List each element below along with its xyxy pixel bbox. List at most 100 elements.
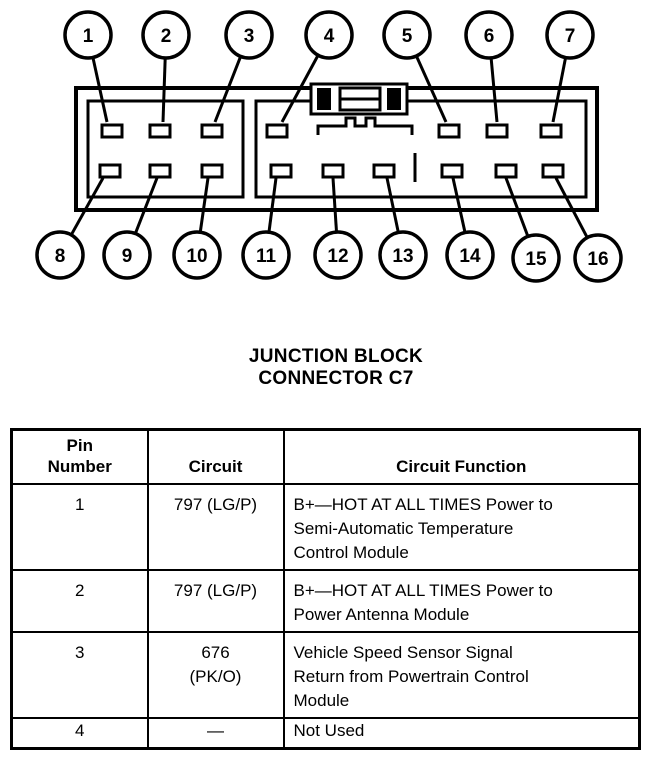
table-row: 3 676 (PK/O) Vehicle Speed Sensor Signal… [10, 630, 641, 719]
circuit-cell: — [146, 716, 285, 749]
function-cell: Not Used [282, 716, 641, 749]
circuit-cell: 797 (LG/P) [146, 482, 285, 571]
terminal-cavity-4 [265, 123, 289, 139]
leader-line-3 [213, 55, 243, 123]
circuit-line-1: — [207, 720, 224, 740]
pin-callout-14: 14 [445, 230, 495, 280]
pin-number-label: 5 [402, 26, 413, 47]
callout-circle [35, 230, 85, 280]
pin-callout-8: 8 [35, 230, 85, 280]
callout-circle [545, 10, 595, 60]
leader-lines [69, 54, 589, 239]
header-circuit: Circuit [146, 428, 285, 485]
callout-circle [224, 10, 274, 60]
terminal-cavity-12 [321, 163, 345, 179]
leader-line-16 [554, 177, 589, 239]
pin-callout-4: 4 [304, 10, 354, 60]
leader-line-7 [551, 57, 568, 123]
pin-callout-10: 10 [172, 230, 222, 280]
callout-circle [313, 230, 363, 280]
pin-cell: 4 [10, 716, 149, 749]
connector-key [316, 116, 417, 182]
leader-line-15 [504, 177, 530, 237]
circuit-line-1: 676 [201, 642, 230, 662]
pin-number-label: 14 [459, 246, 481, 267]
pin-callout-6: 6 [464, 10, 514, 60]
terminal-cavity-13 [372, 163, 396, 179]
pin-callout-12: 12 [313, 230, 363, 280]
leader-line-12 [331, 177, 339, 233]
header-pin-line-2: Number [47, 456, 112, 476]
pin-number-label: 1 [83, 26, 94, 47]
terminal-cavity-15 [494, 163, 518, 179]
callout-circle [464, 10, 514, 60]
pin-cell: 3 [10, 630, 149, 719]
terminal-cavity-5 [437, 123, 461, 139]
function-line: Semi-Automatic Temperature [293, 518, 514, 538]
pin-number-label: 8 [55, 246, 66, 267]
callout-circle [445, 230, 495, 280]
header-pin-number: Pin Number [10, 428, 149, 485]
function-line: B+—HOT AT ALL TIMES Power to [293, 494, 553, 514]
terminal-cavity-14 [440, 163, 464, 179]
diagram-title-line-1: JUNCTION BLOCK [248, 346, 424, 367]
pin-number-label: 6 [484, 26, 495, 47]
pin-number-label: 10 [186, 246, 207, 267]
terminal-cavity-10 [200, 163, 224, 179]
pin-number-label: 9 [122, 246, 133, 267]
function-line: Vehicle Speed Sensor Signal [293, 642, 513, 662]
pin-callout-5: 5 [382, 10, 432, 60]
function-cell: B+—HOT AT ALL TIMES Power to Power Anten… [282, 568, 641, 633]
terminal-cavity-2 [148, 123, 172, 139]
terminal-cavity-8 [98, 163, 122, 179]
pin-function-table: Pin Number Circuit Circuit Function 1 79… [10, 428, 641, 750]
pin-number-label: 7 [565, 26, 576, 47]
leader-line-4 [280, 54, 320, 123]
pin-number-label: 11 [256, 246, 277, 267]
header-pin-line-1: Pin [66, 435, 93, 455]
callout-circle [511, 233, 561, 283]
table-header-row: Pin Number Circuit Circuit Function [10, 428, 641, 485]
leader-line-1 [91, 57, 109, 123]
pin-number-label: 4 [324, 26, 335, 47]
circuit-line-1: 797 (LG/P) [173, 580, 258, 600]
function-cell: B+—HOT AT ALL TIMES Power to Semi-Automa… [282, 482, 641, 571]
function-line: Module [293, 690, 350, 710]
pin-cell: 1 [10, 482, 149, 571]
callout-circle [241, 230, 291, 280]
function-line: Not Used [293, 720, 365, 740]
table-row: 1 797 (LG/P) B+—HOT AT ALL TIMES Power t… [10, 482, 641, 571]
pin-callout-16: 16 [573, 233, 623, 283]
terminal-cavity-1 [100, 123, 124, 139]
callout-circle [141, 10, 191, 60]
function-cell: Vehicle Speed Sensor Signal Return from … [282, 630, 641, 719]
header-circuit-function: Circuit Function [282, 428, 641, 485]
leader-line-8 [69, 177, 105, 236]
leader-line-13 [385, 177, 400, 233]
callout-circle [102, 230, 152, 280]
pin-cell: 2 [10, 568, 149, 633]
leader-line-6 [489, 57, 499, 123]
pin-number-label: 13 [392, 246, 413, 267]
pin-callout-2: 2 [141, 10, 191, 60]
leader-line-9 [133, 177, 159, 235]
pin-callout-11: 11 [241, 230, 291, 280]
leader-line-5 [415, 55, 448, 123]
pin-callout-9: 9 [102, 230, 152, 280]
callout-circle [378, 230, 428, 280]
function-line: Power Antenna Module [293, 604, 470, 624]
terminal-cavity-7 [539, 123, 563, 139]
pin-number-label: 16 [587, 249, 608, 270]
pin-number-label: 3 [244, 26, 255, 47]
terminal-cavity-6 [485, 123, 509, 139]
diagram-title-line-2: CONNECTOR C7 [258, 368, 414, 389]
callout-circle [172, 230, 222, 280]
pin-callout-7: 7 [545, 10, 595, 60]
circuit-cell: 676 (PK/O) [146, 630, 285, 719]
circuit-cell: 797 (LG/P) [146, 568, 285, 633]
pin-callout-3: 3 [224, 10, 274, 60]
terminal-cavity-16 [541, 163, 565, 179]
terminal-cavity-9 [148, 163, 172, 179]
